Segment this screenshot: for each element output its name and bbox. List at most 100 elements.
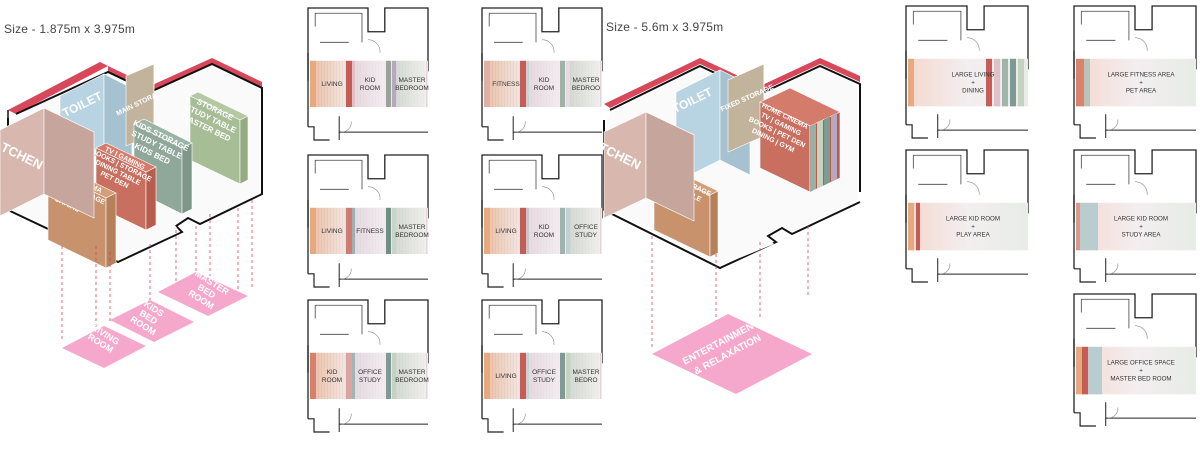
- middle-plan-3-label-2-line: STUDY: [575, 232, 598, 239]
- left-master-bed-block: [189, 91, 249, 185]
- large-plan-1-door-swing: [1134, 37, 1148, 51]
- large-plan-0-inner-top: [912, 10, 962, 41]
- middle-plan-4-inner-top: [314, 304, 363, 335]
- left-zone-0: [62, 326, 146, 368]
- large-plan-0-label-line: +: [971, 80, 975, 87]
- middle-plan-2-label-2-line: BEDROOM: [395, 232, 429, 239]
- middle-plan-5-label-0-line: LIVING: [495, 373, 516, 380]
- large-plan-4-door-swing: [1134, 325, 1148, 339]
- right-size-label: Size - 5.6m x 3.975m: [606, 20, 724, 34]
- middle-plan-3-band: [526, 207, 529, 254]
- middle-plan-2-band: [386, 207, 391, 254]
- middle-plan-2-door-swing: [367, 186, 381, 200]
- middle-plan-4-bottom-left: [308, 418, 330, 433]
- large-plan-3-band: [1080, 202, 1098, 251]
- middle-plan-4-label-1-line: OFFICE: [358, 369, 382, 376]
- large-plan-4-label: LARGE OFFICE SPACE+MASTER BED ROOM: [1107, 360, 1175, 383]
- middle-plan-0-band: [352, 60, 355, 107]
- large-plan-2-bottom-left: [906, 268, 928, 283]
- right-floor-edge: [603, 120, 861, 270]
- large-plan-3-label-line: STUDY AREA: [1121, 232, 1161, 239]
- middle-plan-0-fill-b: [355, 60, 386, 107]
- middle-plan-4-band: [310, 352, 316, 399]
- middle-plan-3-band: [520, 207, 526, 254]
- middle-plan-2-fill-c: [396, 207, 426, 254]
- right-cinema-label: HOME CINEMATV | GAMINGBOOKS | PET DENDIN…: [743, 100, 814, 158]
- middle-plan-0-door-swing-b: [341, 121, 352, 133]
- middle-plan-2-label-1-line: FITNESS: [356, 228, 384, 235]
- large-plan-0-band: [994, 58, 1000, 107]
- middle-plan-2-band: [392, 207, 396, 254]
- large-plan-3-band: [1076, 202, 1080, 251]
- large-plan-3-bottom-left: [1074, 268, 1096, 283]
- large-plan-0-top-wall: [905, 5, 1029, 79]
- large-plan-2: LARGE KID ROOM+PLAY AREA: [905, 149, 1029, 283]
- middle-plan-1-band: [484, 60, 490, 107]
- middle-plan-3-label-1-line: ROOM: [534, 232, 554, 239]
- large-plan-2-inner-top: [912, 154, 962, 185]
- large-plan-2-label-line: LARGE KID ROOM: [946, 216, 1000, 223]
- middle-plan-4-band: [352, 352, 355, 399]
- middle-plan-5-label-1-line: OFFICE: [532, 369, 556, 376]
- middle-plan-4-top-wall: [307, 299, 429, 373]
- large-plan-0-label-line: LARGE LIVING: [952, 72, 995, 79]
- middle-plan-1-inner-top: [488, 12, 537, 43]
- large-plan-4-top-wall: [1073, 293, 1197, 367]
- middle-plan-3-label-2-line: OFFICE: [574, 224, 598, 231]
- large-plan-3-door-swing: [1134, 181, 1148, 195]
- left-master-bed-block-face-b: [239, 115, 249, 185]
- middle-plan-5-inner-top: [488, 304, 537, 335]
- middle-plan-5-label-2-line: MASTER: [572, 369, 599, 376]
- large-plan-1-bottom-wall: [1105, 114, 1196, 131]
- left-kitchen-block: [0, 107, 95, 219]
- middle-plan-1-label-1-line: KID: [539, 77, 550, 84]
- middle-plan-2-label-1: FITNESS: [356, 228, 384, 235]
- middle-plan-3-label-0: LIVING: [495, 228, 516, 235]
- middle-plan-0-fill-a: [316, 60, 346, 107]
- large-plan-0-band: [908, 58, 914, 107]
- middle-plan-1-band: [520, 60, 526, 107]
- right-cinema-slice: [824, 116, 830, 186]
- middle-plan-3-fill-a: [490, 207, 520, 254]
- middle-plan-5-label-0: LIVING: [495, 373, 516, 380]
- middle-plan-2-bottom-left: [308, 273, 330, 288]
- large-plan-4-label-line: MASTER BED ROOM: [1110, 376, 1171, 383]
- left-kids-block-face-b: [181, 142, 193, 215]
- large-plan-2-label-line: +: [971, 224, 975, 231]
- large-plan-2-label: LARGE KID ROOM+PLAY AREA: [946, 216, 1000, 239]
- large-plan-0-label: LARGE LIVING+DINING: [952, 72, 995, 95]
- right-fixed-storage-block: [727, 63, 765, 153]
- right-kitchen-block-face-b: [645, 111, 695, 222]
- middle-plan-0-bottom-wall: [338, 116, 428, 133]
- middle-plan-1-door-swing: [541, 39, 555, 53]
- large-plan-4-label-line: +: [1139, 368, 1143, 375]
- middle-plan-2-bottom-wall: [338, 263, 428, 280]
- middle-plan-4-band: [346, 352, 352, 399]
- middle-plan-5-band: [526, 352, 529, 399]
- large-plan-0-band: [1002, 58, 1008, 107]
- middle-plan-5-fill-c: [570, 352, 600, 399]
- middle-plan-2-label-0: LIVING: [321, 228, 342, 235]
- large-plan-1-label-line: PET AREA: [1126, 88, 1157, 95]
- middle-plan-2-band: [352, 207, 355, 254]
- middle-plan-1-bottom-left: [482, 126, 504, 141]
- middle-plan-3-band: [484, 207, 490, 254]
- right-kitchen-block: [603, 111, 695, 222]
- large-plan-1-bottom-left: [1074, 124, 1096, 139]
- large-plan-1-door-swing-b: [1108, 119, 1119, 131]
- right-cinema-slice: [831, 113, 837, 183]
- middle-plan-3-fill-c: [570, 207, 600, 254]
- large-plan-3-bottom-wall: [1105, 258, 1196, 275]
- middle-plan-0-label-1-line: KID: [365, 77, 376, 84]
- left-size-label: Size - 1.875m x 3.975m: [4, 22, 136, 36]
- middle-plan-5-band: [566, 352, 570, 399]
